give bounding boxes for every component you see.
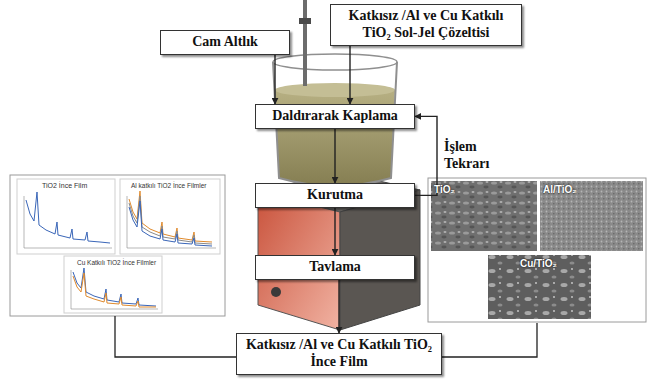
chart-title: Al katkılı TiO2 İnce Filmler [131,182,207,189]
process-box: Kurutma [255,183,415,208]
flow-arrow [274,55,275,104]
flow-arrow [415,116,437,195]
image-label: Al/TiO₂ [543,184,577,195]
beaker-rim [273,54,397,70]
panel-leader [442,323,537,357]
flow-arrow [334,129,335,183]
flow-arrow [334,208,335,255]
xrd-panel [10,175,225,316]
process-box: Daldırarak Kaplama [255,104,415,129]
chart-title: Cu Katkılı TiO2 İnce Filmler [77,259,156,266]
panel-leader [115,316,238,357]
image-label: TiO₂ [434,184,455,195]
sem-image [540,181,643,251]
chart-title: TiO2 İnce Film [42,182,87,190]
dip-rod [303,0,307,86]
process-box: Tavlama [255,255,415,280]
sem-panel [428,178,646,322]
box-text: Kurutma [262,187,408,204]
box-text: Cam Altlık [167,34,283,51]
sem-image [431,181,537,251]
chart-axis [71,270,158,309]
box-text: Katkısız /Al ve Cu Katkılı TiO₂ İnce Fil… [243,337,435,371]
xrd-curve [129,201,212,246]
chart-axis [24,196,112,248]
flow-arrow [349,46,350,104]
box-text: Tavlama [262,259,408,276]
chart-axis [127,196,216,248]
flow-arrow [338,280,339,333]
sem-image [488,255,591,319]
furnace-knob [271,287,281,297]
dip-clamp [299,18,311,24]
xrd-curve [26,192,110,243]
xrd-curve [73,273,156,307]
xrd-curve [73,268,156,306]
edge-label: İşlem Tekrarı [442,139,508,173]
box-text: Daldırarak Kaplama [262,108,408,125]
xrd-chart [120,179,220,254]
process-box: Katkısız /Al ve Cu Katkılı TiO₂ Sol-Jel … [330,4,522,46]
xrd-chart [17,179,115,254]
liquid-surface [275,83,395,97]
process-box: Cam Altlık [160,30,290,55]
box-text: Katkısız /Al ve Cu Katkılı TiO₂ Sol-Jel … [337,8,515,42]
xrd-chart [64,256,162,313]
process-box: Katkısız /Al ve Cu Katkılı TiO₂ İnce Fil… [236,333,442,375]
image-label: Cu/TiO₂ [520,258,557,269]
